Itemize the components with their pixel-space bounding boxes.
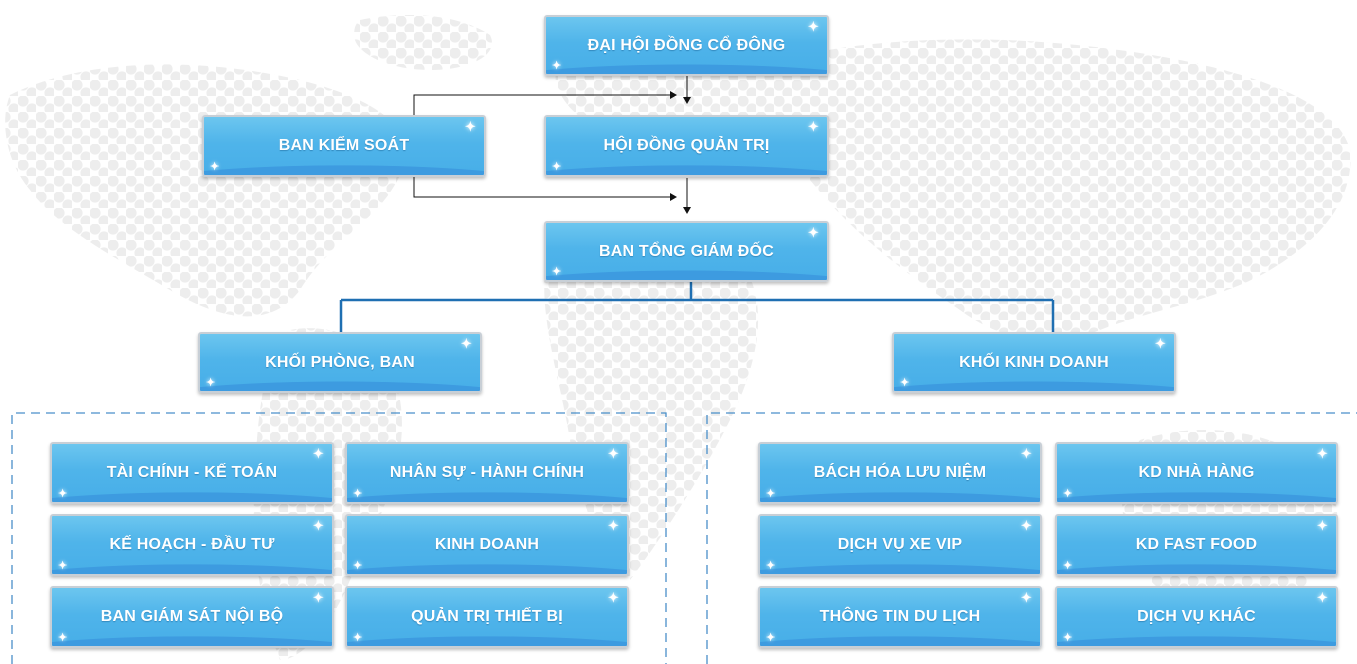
department-item[interactable]: TÀI CHÍNH - KẾ TOÁN ✦ ✦ — [50, 442, 334, 504]
business-label: DỊCH VỤ XE VIP — [837, 536, 963, 553]
sparkle-icon: ✦ — [607, 518, 619, 533]
business-item[interactable]: KD NHÀ HÀNG ✦ ✦ — [1055, 442, 1338, 504]
sparkle-icon: ✦ — [1154, 336, 1166, 351]
department-label: KINH DOANH — [434, 536, 540, 553]
sparkle-icon: ✦ — [1020, 518, 1032, 533]
department-item[interactable]: BAN GIÁM SÁT NỘI BỘ ✦ ✦ — [50, 586, 334, 648]
sparkle-icon: ✦ — [607, 590, 619, 605]
department-label: KẾ HOẠCH - ĐẦU TƯ — [109, 536, 275, 553]
business-label: KD FAST FOOD — [1135, 536, 1258, 553]
sparkle-icon: ✦ — [58, 560, 68, 572]
sparkle-icon: ✦ — [807, 19, 819, 34]
sparkle-icon: ✦ — [1316, 518, 1328, 533]
sparkle-icon: ✦ — [1063, 488, 1073, 500]
business-item[interactable]: BÁCH HÓA LƯU NIỆM ✦ ✦ — [758, 442, 1042, 504]
sparkle-icon: ✦ — [552, 266, 562, 278]
sparkle-icon: ✦ — [766, 560, 776, 572]
business-label: BÁCH HÓA LƯU NIỆM — [813, 464, 987, 481]
department-item[interactable]: KẾ HOẠCH - ĐẦU TƯ ✦ ✦ — [50, 514, 334, 576]
sparkle-icon: ✦ — [1316, 590, 1328, 605]
department-item[interactable]: QUẢN TRỊ THIẾT BỊ ✦ ✦ — [345, 586, 629, 648]
node-supervisory-board[interactable]: BAN KIỂM SOÁT ✦ ✦ — [202, 115, 486, 177]
sparkle-icon: ✦ — [1063, 632, 1073, 644]
business-label: DỊCH VỤ KHÁC — [1137, 608, 1256, 625]
node-label: ĐẠI HỘI ĐỒNG CỔ ĐÔNG — [587, 36, 786, 54]
department-label: TÀI CHÍNH - KẾ TOÁN — [106, 464, 278, 481]
business-item[interactable]: DỊCH VỤ XE VIP ✦ ✦ — [758, 514, 1042, 576]
department-item[interactable]: NHÂN SỰ - HÀNH CHÍNH ✦ ✦ — [345, 442, 629, 504]
node-departments-block[interactable]: KHỐI PHÒNG, BAN ✦ ✦ — [198, 332, 482, 393]
sparkle-icon: ✦ — [766, 632, 776, 644]
node-label: HỘI ĐỒNG QUẢN TRỊ — [603, 137, 770, 154]
sparkle-icon: ✦ — [210, 161, 220, 173]
node-general-meeting[interactable]: ĐẠI HỘI ĐỒNG CỔ ĐÔNG ✦ ✦ — [544, 15, 829, 76]
department-label: NHÂN SỰ - HÀNH CHÍNH — [389, 464, 585, 481]
sparkle-icon: ✦ — [1020, 590, 1032, 605]
sparkle-icon: ✦ — [464, 119, 476, 134]
business-item[interactable]: KD FAST FOOD ✦ ✦ — [1055, 514, 1338, 576]
node-label: BAN TỔNG GIÁM ĐỐC — [599, 242, 774, 260]
node-label: BAN KIỂM SOÁT — [278, 137, 410, 154]
sparkle-icon: ✦ — [552, 60, 562, 72]
node-label: KHỐI PHÒNG, BAN — [265, 353, 415, 371]
sparkle-icon: ✦ — [58, 632, 68, 644]
sparkle-icon: ✦ — [353, 632, 363, 644]
business-item[interactable]: DỊCH VỤ KHÁC ✦ ✦ — [1055, 586, 1338, 648]
sparkle-icon: ✦ — [807, 225, 819, 240]
sparkle-icon: ✦ — [766, 488, 776, 500]
department-label: BAN GIÁM SÁT NỘI BỘ — [100, 608, 284, 625]
sparkle-icon: ✦ — [312, 446, 324, 461]
sparkle-icon: ✦ — [206, 377, 216, 389]
sparkle-icon: ✦ — [312, 590, 324, 605]
sparkle-icon: ✦ — [353, 488, 363, 500]
business-label: KD NHÀ HÀNG — [1138, 464, 1255, 481]
department-item[interactable]: KINH DOANH ✦ ✦ — [345, 514, 629, 576]
business-item[interactable]: THÔNG TIN DU LỊCH ✦ ✦ — [758, 586, 1042, 648]
node-business-block[interactable]: KHỐI KINH DOANH ✦ ✦ — [892, 332, 1176, 393]
sparkle-icon: ✦ — [460, 336, 472, 351]
sparkle-icon: ✦ — [1063, 560, 1073, 572]
sparkle-icon: ✦ — [1316, 446, 1328, 461]
sparkle-icon: ✦ — [607, 446, 619, 461]
sparkle-icon: ✦ — [58, 488, 68, 500]
sparkle-icon: ✦ — [1020, 446, 1032, 461]
node-label: KHỐI KINH DOANH — [959, 353, 1109, 371]
sparkle-icon: ✦ — [312, 518, 324, 533]
sparkle-icon: ✦ — [900, 377, 910, 389]
business-label: THÔNG TIN DU LỊCH — [819, 608, 981, 625]
node-board-of-directors[interactable]: HỘI ĐỒNG QUẢN TRỊ ✦ ✦ — [544, 115, 829, 177]
node-ceo-board[interactable]: BAN TỔNG GIÁM ĐỐC ✦ ✦ — [544, 221, 829, 282]
sparkle-icon: ✦ — [552, 161, 562, 173]
sparkle-icon: ✦ — [353, 560, 363, 572]
sparkle-icon: ✦ — [807, 119, 819, 134]
department-label: QUẢN TRỊ THIẾT BỊ — [411, 608, 563, 625]
